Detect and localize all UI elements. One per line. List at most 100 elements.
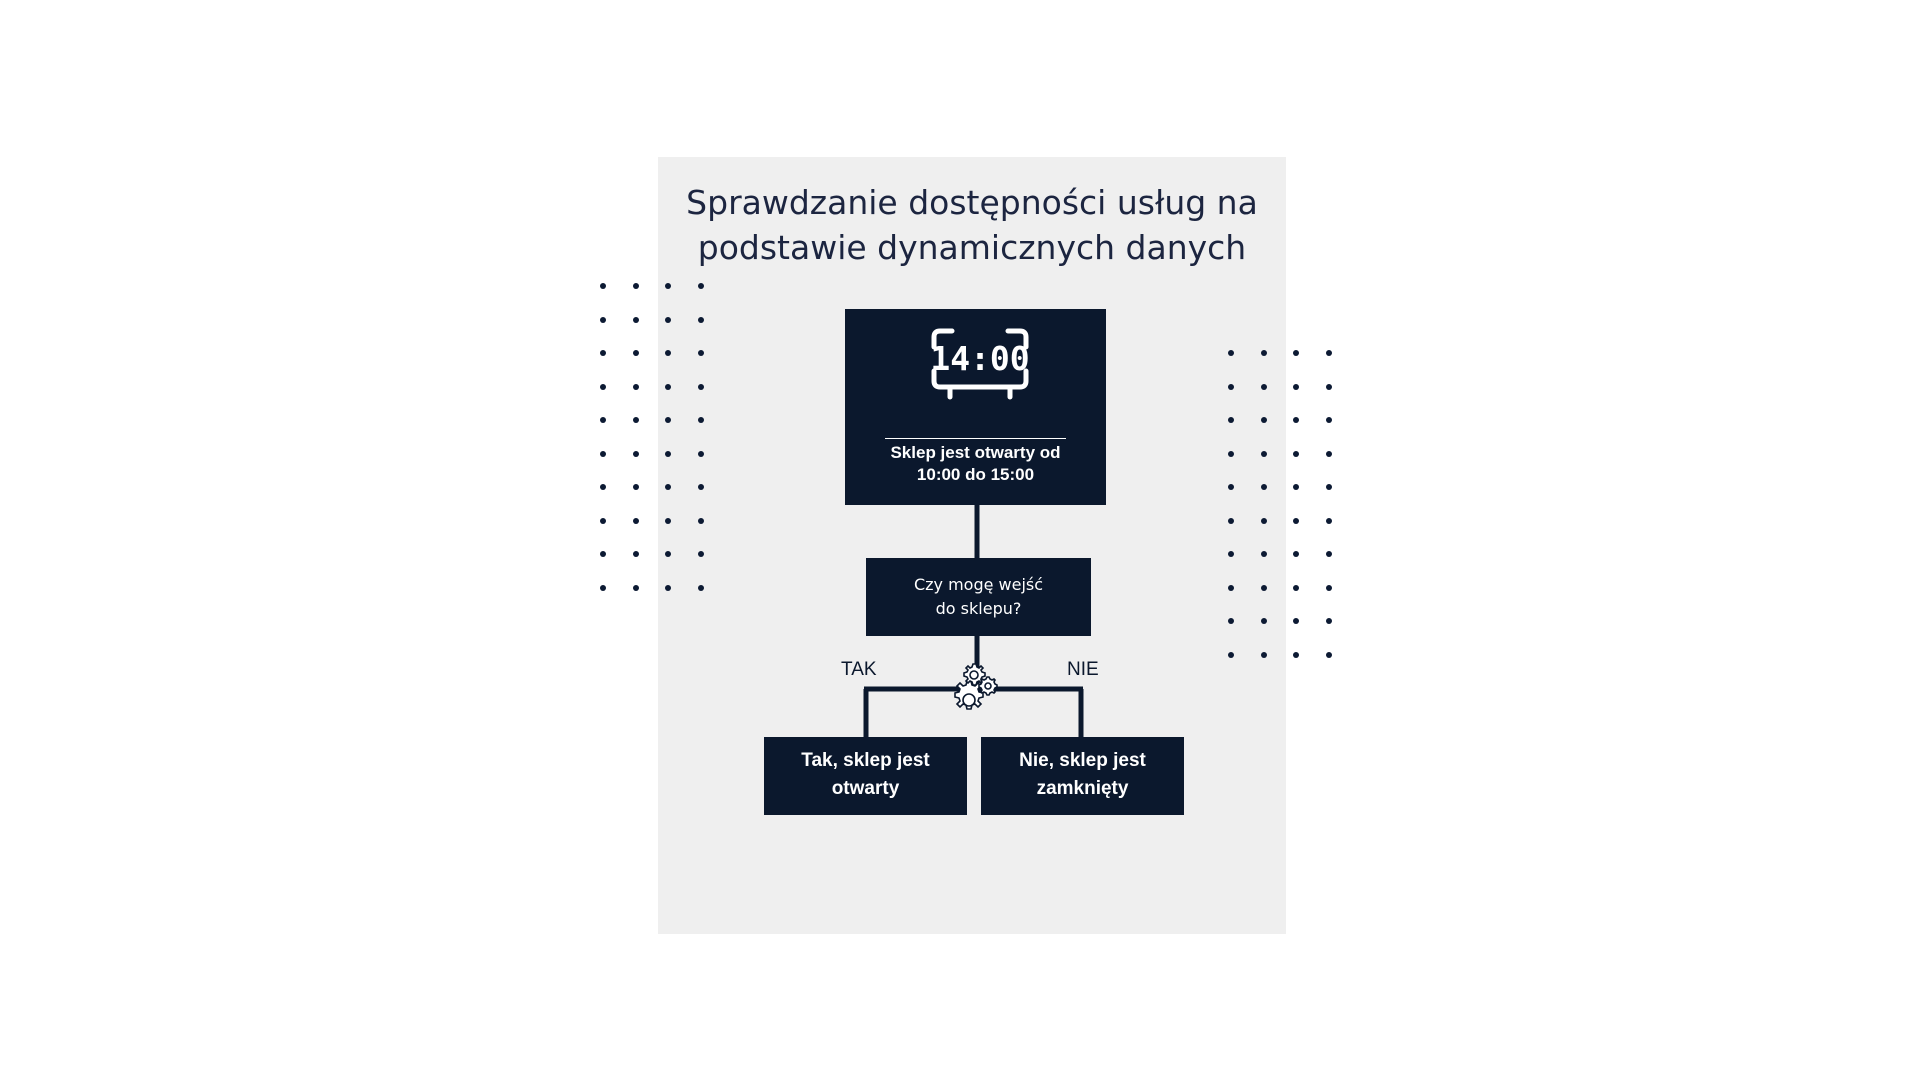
- decorative-dot: [1293, 383, 1299, 390]
- decorative-dot: [1325, 350, 1332, 356]
- decorative-dot: [665, 283, 671, 289]
- decorative-dot: [1228, 417, 1234, 423]
- decorative-dot: [600, 316, 606, 323]
- decorative-dot: [1293, 651, 1299, 658]
- decorative-dot: [1325, 651, 1332, 658]
- decorative-dot: [697, 584, 704, 591]
- branch-label-yes: TAK: [841, 659, 877, 680]
- decorative-dot: [1228, 551, 1234, 557]
- decorative-dot: [665, 450, 671, 457]
- decorative-dot: [632, 383, 639, 390]
- no-node: Nie, sklep jest zamknięty: [981, 737, 1184, 815]
- digital-clock-icon: 14:00: [930, 328, 1030, 400]
- decorative-dot: [1260, 417, 1267, 423]
- decorative-dot: [1260, 651, 1267, 658]
- decorative-dot: [1228, 618, 1234, 624]
- decorative-dot: [697, 283, 704, 289]
- clock-node-line-2: 10:00 do 15:00: [916, 465, 1035, 484]
- decorative-dot: [697, 551, 704, 557]
- decorative-dot: [697, 316, 704, 323]
- decorative-dot: [1325, 517, 1332, 524]
- decorative-dot: [665, 350, 671, 356]
- decorative-dot: [632, 283, 639, 289]
- decorative-dot: [632, 350, 639, 356]
- decorative-dot: [1325, 551, 1332, 557]
- decorative-dot: [665, 383, 671, 390]
- decorative-dot: [600, 450, 606, 457]
- yes-node-line-1: Tak, sklep jest: [801, 750, 930, 771]
- decorative-dot: [1260, 484, 1267, 490]
- yes-node-text: Tak, sklep jest otwarty: [770, 747, 961, 803]
- yes-node-line-2: otwarty: [831, 778, 900, 799]
- decorative-dot: [1325, 584, 1332, 591]
- decorative-dot: [1228, 517, 1234, 524]
- no-node-line-2: zamknięty: [1036, 778, 1129, 799]
- question-line-1: Czy mogę wejść: [913, 575, 1044, 594]
- decorative-dot: [632, 484, 639, 490]
- decorative-dot: [1260, 551, 1267, 557]
- decorative-dot: [632, 551, 639, 557]
- decorative-dot: [1293, 517, 1299, 524]
- decorative-dot: [600, 584, 606, 591]
- decorative-dot: [1228, 350, 1234, 356]
- question-node: Czy mogę wejść do sklepu?: [866, 558, 1091, 636]
- question-line-2: do sklepu?: [935, 599, 1022, 618]
- decorative-dot: [665, 417, 671, 423]
- decorative-dot: [600, 383, 606, 390]
- decorative-dot: [1293, 484, 1299, 490]
- decorative-dot: [665, 551, 671, 557]
- decorative-dot: [665, 584, 671, 591]
- clock-node: 14:00 Sklep jest otwarty od 10:00 do 15:…: [845, 309, 1106, 505]
- decorative-dot: [1260, 350, 1267, 356]
- title-line-1: Sprawdzanie dostępności usług na: [686, 183, 1258, 222]
- decorative-dot: [1228, 651, 1234, 658]
- decorative-dot: [1293, 551, 1299, 557]
- decorative-dot: [600, 417, 606, 423]
- decorative-dot: [1325, 618, 1332, 624]
- title-line-2: podstawie dynamicznych danych: [697, 228, 1247, 267]
- decorative-dot: [600, 283, 606, 289]
- decorative-dot: [1325, 450, 1332, 457]
- question-node-text: Czy mogę wejść do sklepu?: [876, 573, 1081, 621]
- no-node-text: Nie, sklep jest zamknięty: [987, 747, 1178, 803]
- decorative-dot: [1293, 584, 1299, 591]
- clock-node-line-1: Sklep jest otwarty od: [890, 443, 1061, 462]
- clock-display-text: 14:00: [930, 339, 1029, 378]
- decorative-dot: [1325, 484, 1332, 490]
- decorative-dot: [600, 484, 606, 490]
- decorative-dot: [1293, 450, 1299, 457]
- decorative-dot: [1228, 383, 1234, 390]
- decorative-dot: [697, 450, 704, 457]
- decorative-dot: [1293, 350, 1299, 356]
- decorative-dot: [697, 517, 704, 524]
- decorative-dot: [600, 551, 606, 557]
- diagram-card: [658, 157, 1286, 934]
- decorative-dot: [665, 484, 671, 490]
- decorative-dot: [697, 383, 704, 390]
- decorative-dot: [697, 417, 704, 423]
- decorative-dot: [1260, 618, 1267, 624]
- branch-label-no: NIE: [1067, 659, 1099, 680]
- decorative-dot: [632, 450, 639, 457]
- decorative-dot: [1228, 450, 1234, 457]
- decorative-dot: [632, 316, 639, 323]
- decorative-dot: [632, 584, 639, 591]
- diagram-title: Sprawdzanie dostępności usług na podstaw…: [658, 180, 1286, 270]
- clock-node-text: Sklep jest otwarty od 10:00 do 15:00: [855, 442, 1096, 486]
- decorative-dot: [1228, 584, 1234, 591]
- clock-divider: [885, 438, 1066, 439]
- decorative-dot: [1260, 517, 1267, 524]
- decorative-dot: [632, 417, 639, 423]
- decorative-dot: [697, 484, 704, 490]
- decorative-dot: [1293, 618, 1299, 624]
- decorative-dot: [1260, 450, 1267, 457]
- decorative-dot: [1260, 383, 1267, 390]
- decorative-dot: [1325, 383, 1332, 390]
- decorative-dot: [600, 517, 606, 524]
- decorative-dot: [1260, 584, 1267, 591]
- yes-node: Tak, sklep jest otwarty: [764, 737, 967, 815]
- decorative-dot: [1293, 417, 1299, 423]
- decorative-dot: [1228, 484, 1234, 490]
- no-node-line-1: Nie, sklep jest: [1019, 750, 1146, 771]
- decorative-dot: [1325, 417, 1332, 423]
